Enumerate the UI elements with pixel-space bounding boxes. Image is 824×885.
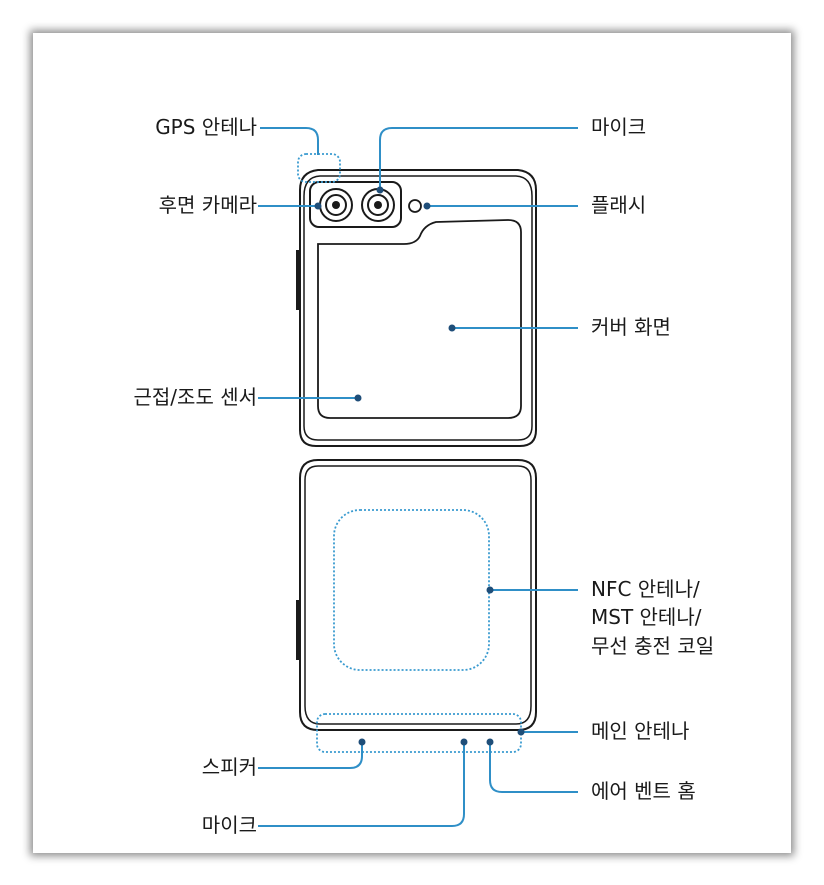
camera-module <box>309 181 422 228</box>
label-gps-antenna: GPS 안테나 <box>155 115 257 139</box>
lower-device-body <box>299 459 537 731</box>
label-wireless-coil: 무선 충전 코일 <box>591 634 715 658</box>
label-cover-screen: 커버 화면 <box>591 315 671 339</box>
label-mic-top: 마이크 <box>591 115 647 139</box>
label-mic-bottom: 마이크 <box>201 813 257 837</box>
label-nfc-antenna: NFC 안테나/ <box>591 577 700 601</box>
label-mst-antenna: MST 안테나/ <box>591 605 702 629</box>
label-speaker: 스피커 <box>201 755 257 779</box>
label-rear-camera: 후면 카메라 <box>158 193 257 217</box>
flash-led <box>408 199 422 213</box>
side-key-upper <box>296 250 301 310</box>
callout-lines <box>258 127 578 827</box>
label-proximity-light-sensor: 근접/조도 센서 <box>133 385 258 409</box>
label-flash: 플래시 <box>591 193 647 217</box>
upper-device-body <box>299 169 537 447</box>
label-air-vent: 에어 벤트 홈 <box>591 779 696 803</box>
callout-dots <box>314 186 525 746</box>
side-key-lower <box>296 600 301 660</box>
nfc-coil-area <box>333 509 490 671</box>
main-antenna-area <box>316 713 522 753</box>
label-main-antenna: 메인 안테나 <box>591 719 690 743</box>
